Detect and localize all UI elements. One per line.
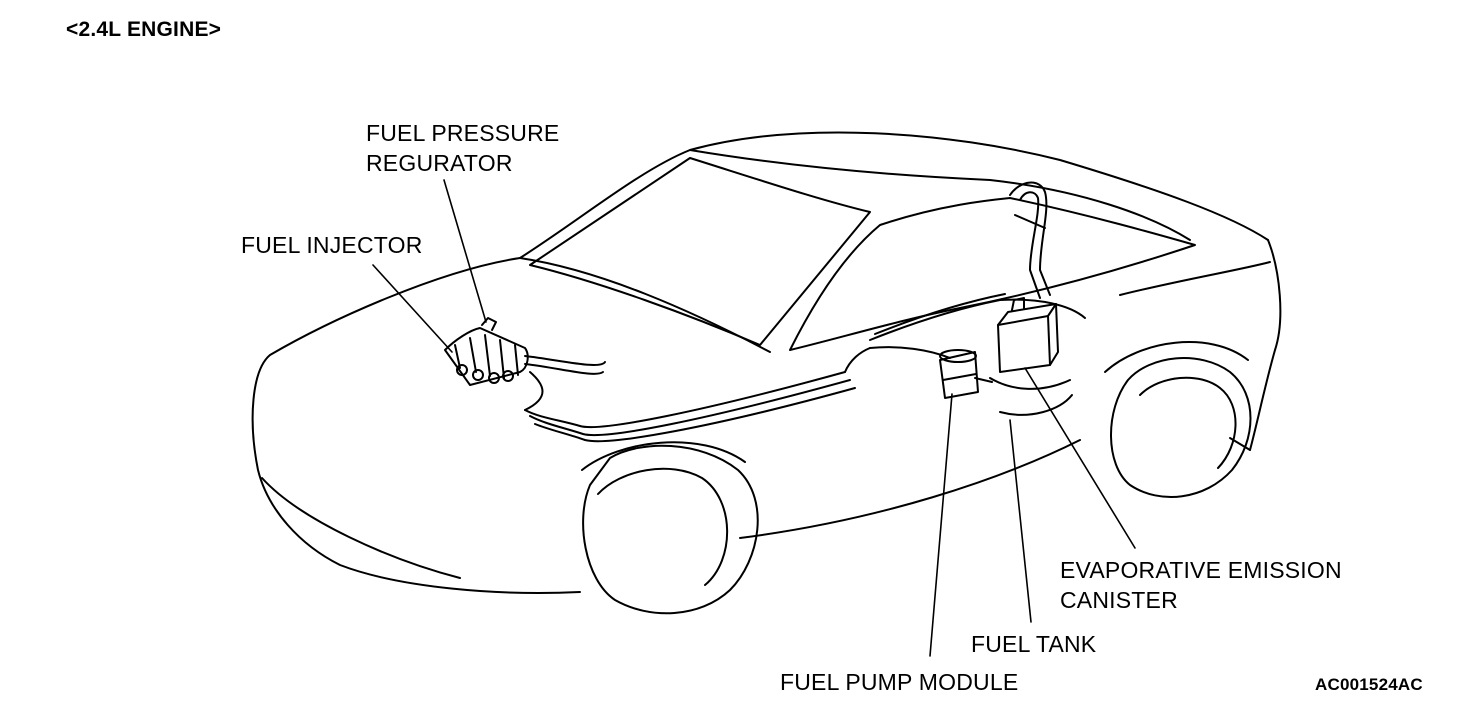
fuel-lines	[524, 293, 1086, 443]
leader-fuel-pump-module	[929, 393, 953, 657]
fuel-filler-neck	[1009, 181, 1051, 299]
label-fuel-pressure-line2: REGURATOR	[366, 150, 513, 176]
label-fuel-injector: FUEL INJECTOR	[241, 232, 423, 258]
fuel-injector-rail	[444, 317, 529, 386]
leader-lines	[372, 179, 1136, 657]
leader-evap-canister	[1024, 367, 1136, 549]
fuel-pump-module	[939, 349, 993, 399]
label-fuel-pressure-line1: FUEL PRESSURE	[366, 120, 560, 146]
fuel-tank-outline	[989, 377, 1073, 416]
car-body-outline	[251, 131, 1282, 594]
front-wheel	[581, 441, 759, 615]
leader-fuel-pressure-regurator	[443, 179, 487, 323]
label-fuel-pump-module: FUEL PUMP MODULE	[780, 669, 1019, 695]
leader-fuel-tank	[1009, 419, 1032, 623]
rear-wheel	[1104, 341, 1252, 498]
engine-variant-heading: <2.4L ENGINE>	[66, 18, 222, 41]
evap-canister	[997, 297, 1059, 373]
figure-code: AC001524AC	[1315, 675, 1423, 694]
label-fuel-tank: FUEL TANK	[971, 631, 1097, 657]
label-evap-canister-line1: EVAPORATIVE EMISSION	[1060, 557, 1342, 583]
leader-fuel-injector	[372, 264, 453, 353]
label-evap-canister-line2: CANISTER	[1060, 587, 1178, 613]
